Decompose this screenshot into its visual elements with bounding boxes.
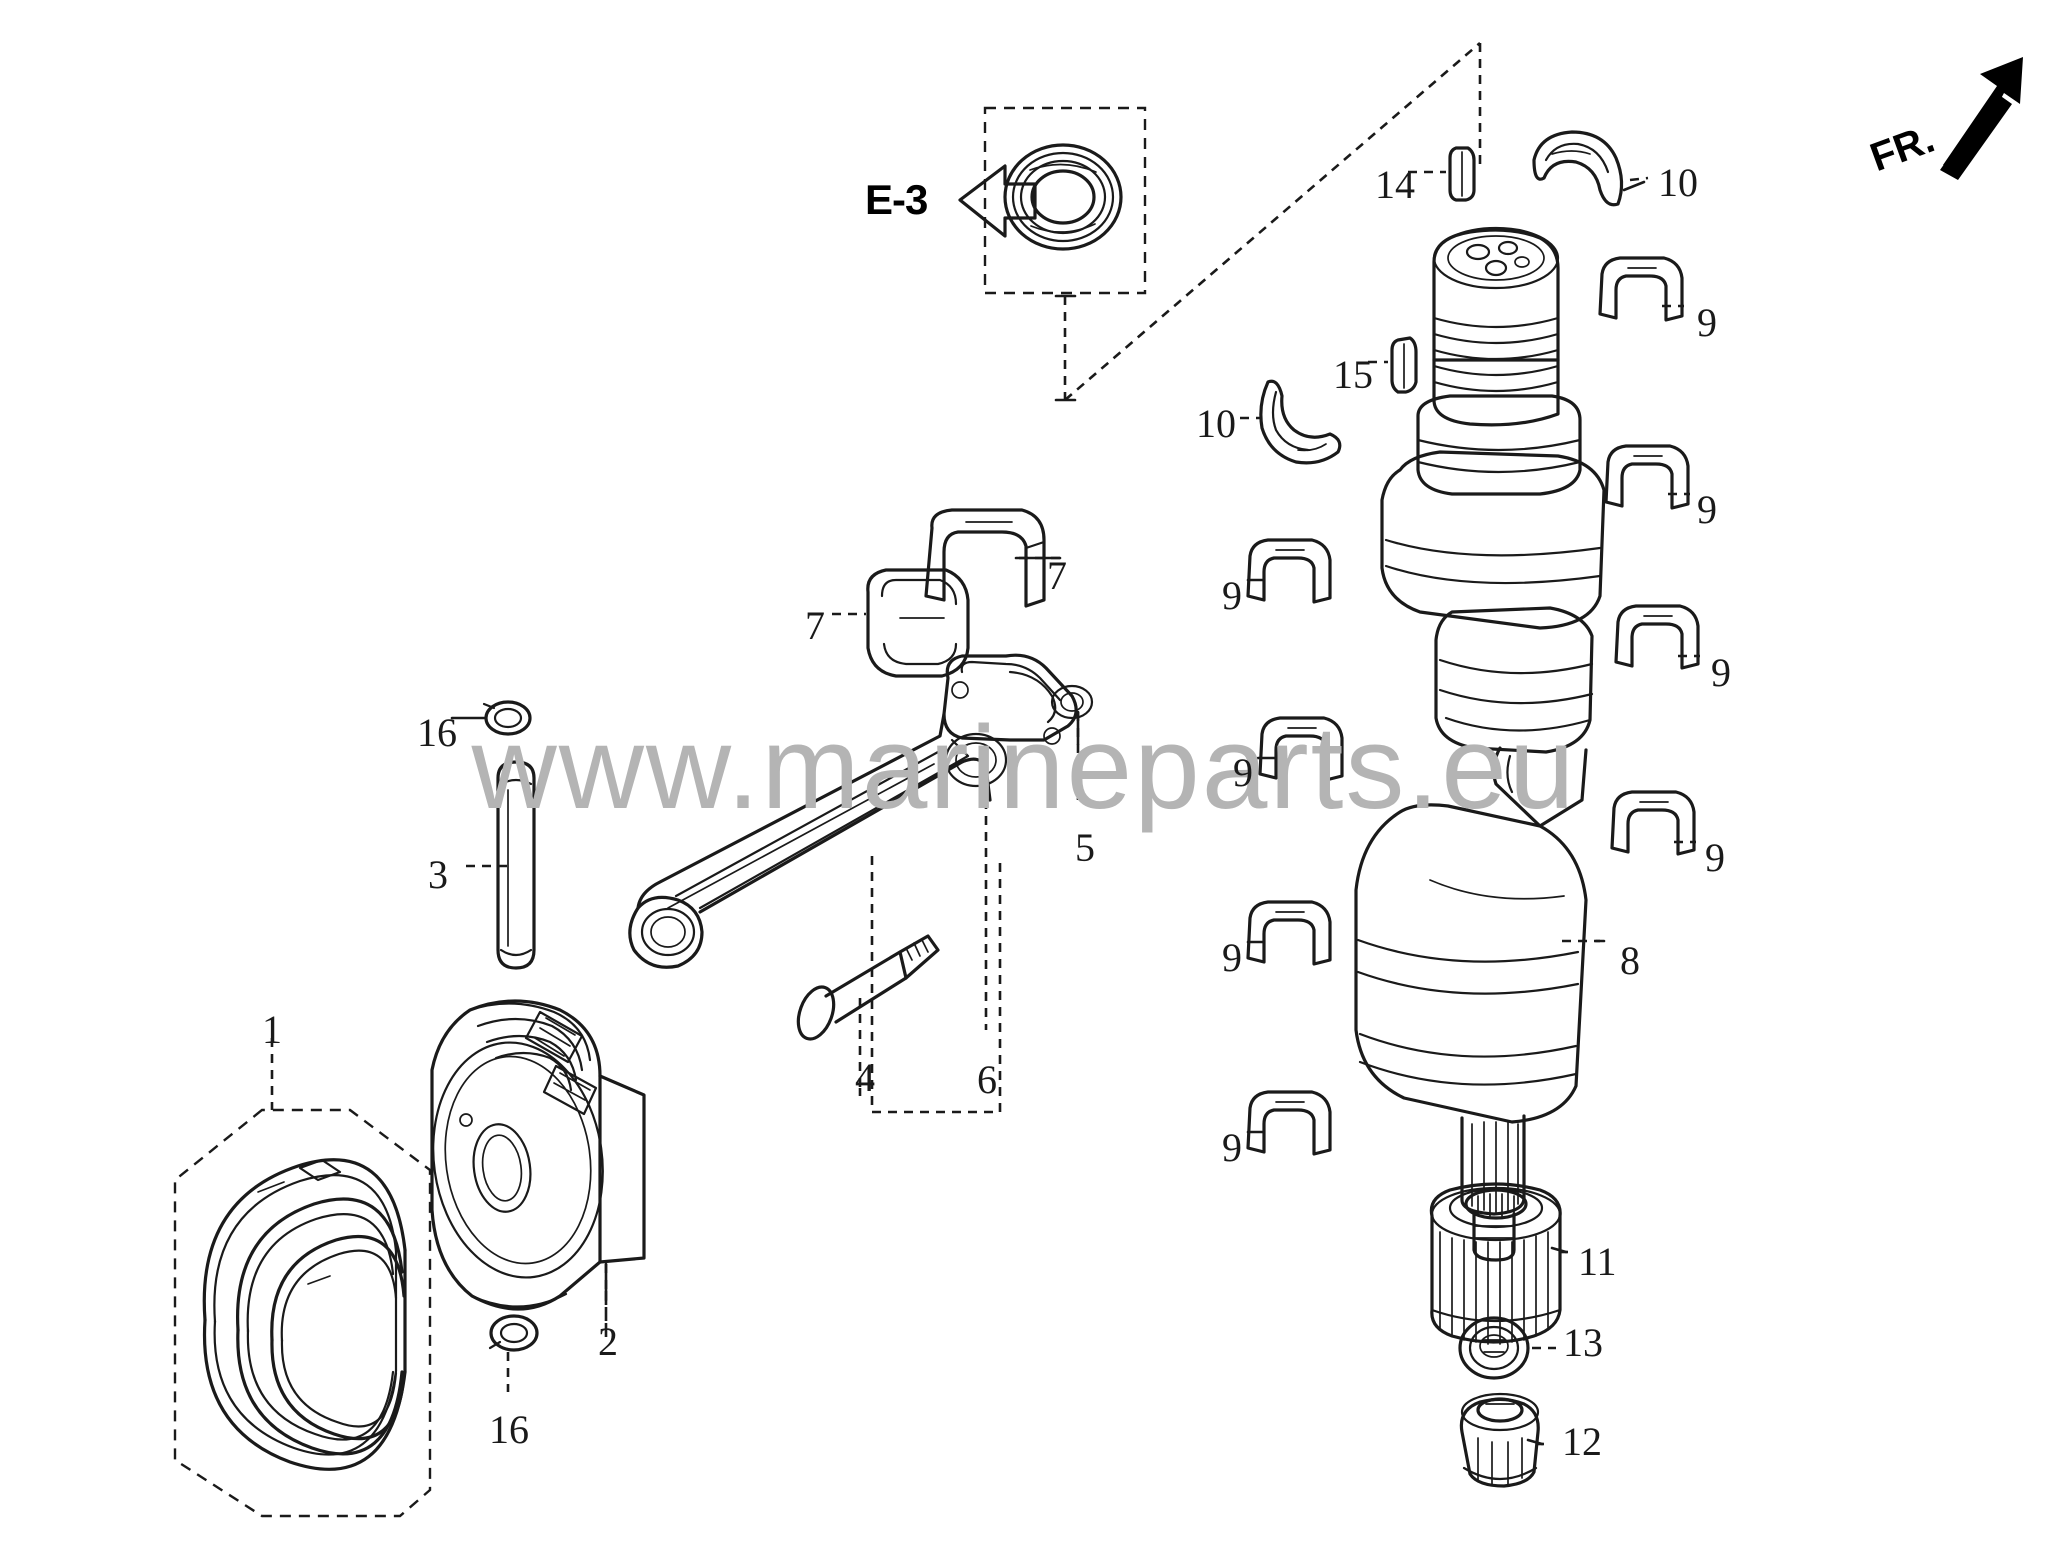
callout-woodruff-key: 15 — [1333, 352, 1373, 397]
crankshaft-washer-icon — [1458, 1316, 1530, 1380]
callout-crankshaft-washer: 13 — [1563, 1320, 1603, 1365]
callout-woodruff-key: 14 — [1375, 162, 1415, 207]
callout-connecting-rod-bearing-upper: 7 — [1047, 553, 1067, 598]
main-bearing-9h-icon — [1246, 1090, 1332, 1156]
connecting-rod-bolt-icon — [796, 934, 940, 1041]
piston-pin-clip-upper-icon — [482, 700, 532, 736]
piston-icon — [430, 999, 646, 1311]
woodruff-key-15-icon — [1390, 336, 1418, 394]
leader-10a — [1629, 176, 1649, 182]
conrod-bearing-upper-icon — [924, 508, 1046, 608]
callout-main-bearing-shell: 9 — [1222, 935, 1242, 980]
section-reference-e3: E-3 — [865, 176, 928, 223]
callout-crankshaft: 8 — [1620, 938, 1640, 983]
callout-crankshaft-nut: 12 — [1562, 1419, 1602, 1464]
thrust-washer-10b-icon — [1259, 379, 1342, 465]
callout-connecting-rod-bearing-lower: 7 — [805, 603, 825, 648]
timing-pulley-icon — [1429, 1182, 1562, 1345]
thrust-washer-10a-icon — [1532, 130, 1624, 207]
connecting-rod-icon — [628, 653, 1094, 969]
callout-connecting-rod: 6 — [977, 1057, 997, 1102]
oil-seal-icon — [1003, 143, 1123, 251]
callout-connecting-rod-cap: 5 — [1075, 825, 1095, 870]
main-bearing-9d-icon — [1614, 604, 1700, 670]
main-bearing-9b-icon — [1604, 444, 1690, 510]
crankshaft-nut-icon — [1459, 1392, 1540, 1488]
main-bearing-9g-icon — [1246, 900, 1332, 966]
main-bearing-9a-icon — [1598, 256, 1684, 322]
piston-pin-icon — [496, 760, 536, 970]
callout-main-bearing-shell: 9 — [1705, 835, 1725, 880]
callout-piston-pin-clip: 16 — [417, 710, 457, 755]
piston-ring-group — [173, 1108, 432, 1518]
callout-piston-ring-set: 1 — [262, 1007, 282, 1052]
callout-piston: 2 — [598, 1319, 618, 1364]
e3-reference-group — [958, 42, 1482, 402]
callout-piston-pin-clip: 16 — [489, 1407, 529, 1452]
crankshaft-icon — [1354, 226, 1606, 1262]
conrod-bearing-lower-icon — [866, 568, 970, 678]
main-bearing-9c-icon — [1246, 538, 1332, 604]
callout-main-bearing-shell: 9 — [1222, 573, 1242, 618]
main-bearing-9e-icon — [1258, 716, 1344, 782]
callout-main-bearing-shell: 9 — [1697, 300, 1717, 345]
callout-main-bearing-shell: 9 — [1697, 487, 1717, 532]
woodruff-key-14-icon — [1448, 146, 1476, 202]
callout-main-bearing-shell: 9 — [1222, 1125, 1242, 1170]
e3-arrow-icon — [958, 164, 1037, 238]
callout-timing-pulley: 11 — [1578, 1239, 1617, 1284]
piston-rings-icon — [202, 1158, 407, 1471]
callout-thrust-washer: 10 — [1658, 160, 1698, 205]
callout-main-bearing-shell: 9 — [1233, 750, 1253, 795]
e3-dashed-box — [983, 106, 1147, 295]
callout-main-bearing-shell: 9 — [1711, 650, 1731, 695]
callout-connecting-rod-bolt: 4 — [855, 1055, 875, 1100]
fr-arrow-icon — [1940, 57, 2023, 180]
main-bearing-9f-icon — [1610, 790, 1696, 856]
callout-thrust-washer: 10 — [1196, 401, 1236, 446]
piston-pin-clip-lower-icon — [488, 1314, 539, 1352]
callout-piston-pin: 3 — [428, 852, 448, 897]
